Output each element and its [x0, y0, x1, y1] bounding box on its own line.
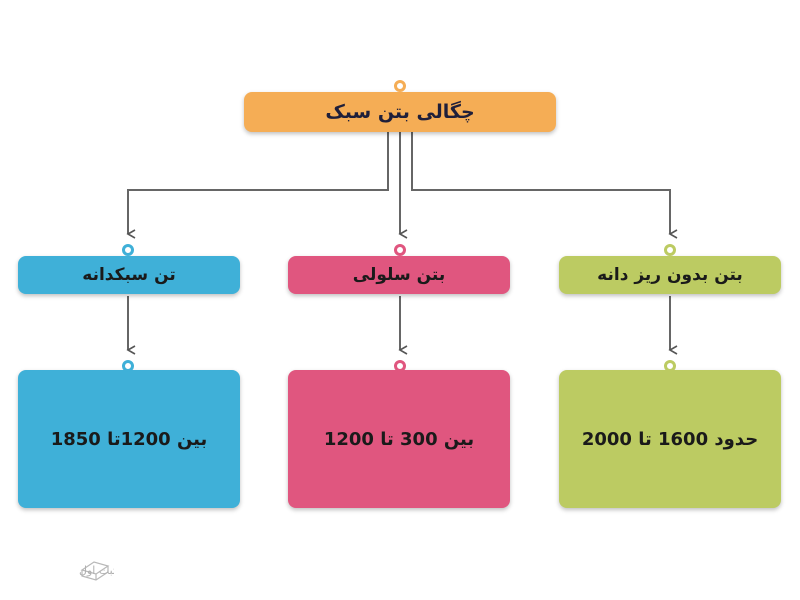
- node-lightweight-aggregate: تن سبکدانه: [18, 256, 240, 294]
- connector-to-right: [411, 132, 678, 239]
- node-no-fines: بتن بدون ریز دانه: [559, 256, 781, 294]
- connector-to-left: [126, 132, 389, 239]
- knob-value-cellular: [394, 360, 406, 372]
- watermark-icon: ثبت اول: [79, 561, 116, 581]
- knob-value-no-fines: [664, 360, 676, 372]
- title-node: چگالی بتن سبک: [244, 92, 556, 132]
- label-lightweight-aggregate: تن سبکدانه: [82, 265, 176, 285]
- value-cellular: بین 300 تا 1200: [288, 370, 510, 508]
- knob-value-lightweight-aggregate: [122, 360, 134, 372]
- knob-no-fines: [664, 244, 676, 256]
- label-cellular: بتن سلولی: [352, 265, 446, 285]
- title-text: چگالی بتن سبک: [325, 101, 475, 123]
- knob-lightweight-aggregate: [122, 244, 134, 256]
- watermark-logo: ثبت اول: [24, 552, 116, 586]
- value-text-no-fines: حدود 1600 تا 2000: [581, 428, 759, 450]
- node-cellular: بتن سلولی: [288, 256, 510, 294]
- value-no-fines: حدود 1600 تا 2000: [559, 370, 781, 508]
- knob-cellular: [394, 244, 406, 256]
- value-text-lightweight-aggregate: بین 1200تا 1850: [50, 428, 208, 450]
- value-text-cellular: بین 300 تا 1200: [323, 428, 475, 450]
- label-no-fines: بتن بدون ریز دانه: [597, 265, 743, 285]
- watermark-text: ثبت اول: [79, 564, 114, 577]
- title-knob: [394, 80, 406, 92]
- value-lightweight-aggregate: بین 1200تا 1850: [18, 370, 240, 508]
